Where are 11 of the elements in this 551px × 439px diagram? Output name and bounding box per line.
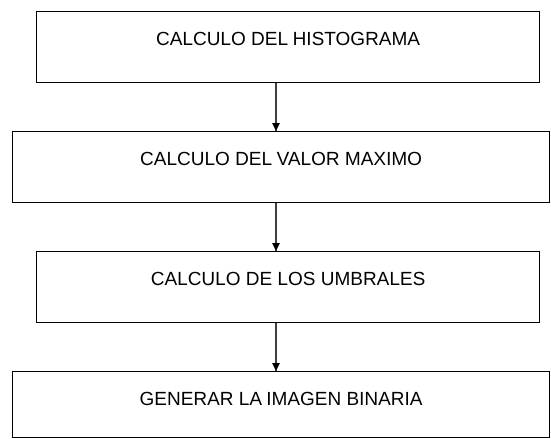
step-label: GENERAR LA IMAGEN BINARIA (140, 388, 422, 412)
step-label: CALCULO DE LOS UMBRALES (150, 268, 426, 292)
process-box (12, 371, 550, 438)
process-box (12, 131, 550, 203)
process-box (36, 251, 540, 323)
process-box (36, 11, 540, 83)
arrow (272, 323, 280, 371)
arrow (272, 203, 280, 251)
step-label: CALCULO DEL VALOR MAXIMO (140, 148, 422, 172)
arrow (272, 83, 280, 131)
step-label: CALCULO DEL HISTOGRAMA (156, 28, 420, 52)
